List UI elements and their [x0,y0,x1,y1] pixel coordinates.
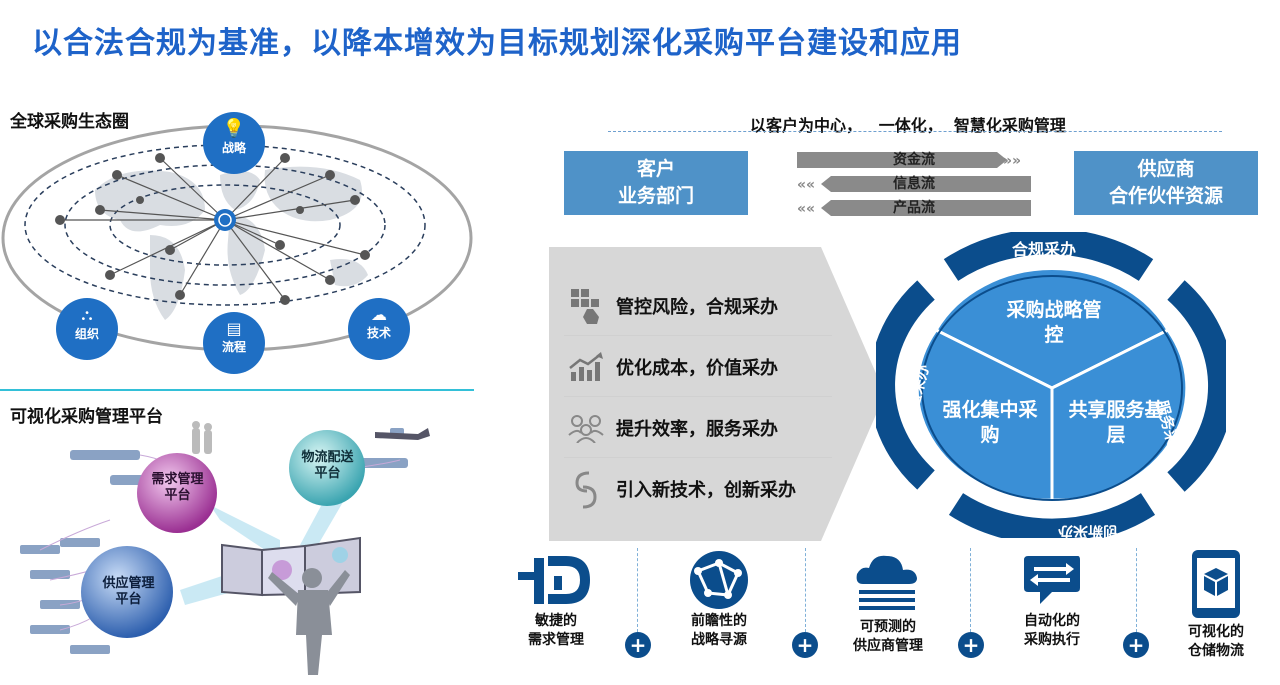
plus-icon: + [1123,632,1149,658]
bottom-item-4-line1: 自动化的 [1024,613,1080,629]
bottom-item-1-line2: 需求管理 [528,632,584,648]
flow-product-label: 产品流 [893,200,935,216]
tagline-underline [608,131,1222,132]
node-organization[interactable]: ⛬ 组织 [56,298,118,360]
bottom-item-4: 自动化的 采购执行 [1012,612,1092,650]
objective-item-4: 引入新技术，创新采办 [564,460,832,518]
supplier-line1: 供应商 [1137,158,1195,180]
section-divider [0,389,474,391]
flow-product: «« 产品流 [797,199,1031,217]
svg-text:««: «« [797,201,815,217]
bottom-item-1-line1: 敏捷的 [535,613,577,629]
node-organization-label: 组织 [74,327,99,341]
bottom-item-4-line2: 采购执行 [1024,632,1080,648]
bottom-item-2: 前瞻性的 战略寻源 [679,612,759,650]
platform-illustration [20,421,430,675]
bottom-item-2-line1: 前瞻性的 [691,613,747,629]
flow-information: «« 信息流 [797,175,1031,193]
people-figures [192,421,212,454]
bottom-item-3-line1: 可预测的 [860,619,916,635]
ecosystem-diagram [1,124,473,352]
node-strategy-label: 战略 [221,141,246,155]
objective-text-2: 优化成本，价值采办 [616,358,778,379]
document-icon: ▤ [226,319,242,338]
flow-capital-label: 资金流 [893,152,935,168]
network-links [60,157,366,301]
wheel-outer-top: 合规采办 [1012,240,1077,259]
server-icons [20,428,408,654]
node-technology-label: 技术 [366,326,391,340]
customer-line2: 业务部门 [617,185,694,207]
objective-item-3: 提升效率，服务采办 [564,399,832,458]
supply-sphere-label: 供应管理平台 [102,576,155,607]
divider-1 [637,548,638,632]
chart-up-icon [564,345,608,389]
bottom-item-5: 可视化的 仓储物流 [1176,623,1256,661]
supply-sphere [81,546,173,638]
human-figure [268,568,350,675]
wheel-left-segment: 强化集中采购 [942,399,1038,446]
bottom-item-2-line2: 战略寻源 [691,632,747,648]
globe-network-icon [690,551,748,609]
node-strategy[interactable]: 💡 战略 [203,112,265,174]
bottom-item-5-line2: 仓储物流 [1188,643,1244,659]
orbit-rings [24,144,426,306]
objective-text-3: 提升效率，服务采办 [616,419,778,440]
network-nodes [55,153,370,305]
supplier-line2: 合作伙伴资源 [1108,185,1223,207]
wheel-outer-bottom: 创新采办 [1058,523,1119,541]
plane-icon [375,428,430,440]
globe-hub-icon [214,209,236,231]
people-icon [564,406,608,450]
platform-label: 可视化采购管理平台 [10,407,163,427]
demand-sphere-label: 需求管理平台 [151,472,204,503]
blocks-hand-icon [564,284,608,328]
lightbulb-icon: 💡 [222,118,246,139]
bottom-item-3-line2: 供应商管理 [853,638,923,654]
bottom-item-1: 敏捷的 需求管理 [516,612,596,650]
objectives-arrow-panel [549,247,885,541]
wheel-right-segment: 共享服务基层 [1068,399,1164,446]
page-title: 以合法合规为基准，以降本增效为目标规划深化采购平台建设和应用 [32,26,962,61]
plus-icon: + [958,632,984,658]
divider-3 [970,548,971,632]
bottom-item-3: 可预测的 供应商管理 [838,618,938,656]
node-process[interactable]: ▤ 流程 [203,312,265,374]
customer-box: 客户 业务部门 [564,151,748,215]
logistics-sphere [289,430,365,506]
supplier-box: 供应商 合作伙伴资源 [1074,151,1258,215]
outer-ring [876,232,1226,538]
objective-item-2: 优化成本，价值采办 [564,338,832,397]
procurement-wheel [876,232,1226,538]
flow-capital: »» 资金流 [797,151,1031,169]
svg-text:»»: »» [1003,153,1021,169]
wheel-top-segment: 采购战略管控 [1006,299,1102,346]
cloud-tech-icon: ☁ [371,305,387,324]
logistics-sphere-label: 物流配送平台 [301,450,354,481]
svg-text:««: «« [797,177,815,193]
divider-2 [805,548,806,632]
link-icon [564,467,608,511]
objective-item-1: 管控风险，合规采办 [564,277,832,336]
org-chart-icon: ⛬ [81,305,93,324]
divider-4 [1136,548,1137,632]
cloud-icon [856,555,917,610]
node-technology[interactable]: ☁ 技术 [348,298,410,360]
plus-icon: + [625,632,651,658]
core-tagline: 以客户为中心， 一体化， 智慧化采购管理 [750,116,1066,135]
objective-text-1: 管控风险，合规采办 [616,297,778,318]
ecosystem-label: 全球采购生态圈 [10,112,129,132]
demand-d-icon [518,556,590,604]
customer-line1: 客户 [636,158,675,180]
flow-information-label: 信息流 [893,176,935,192]
objective-text-4: 引入新技术，创新采办 [616,480,796,501]
plus-icon: + [792,632,818,658]
tablet-box-icon [1192,550,1240,618]
node-process-label: 流程 [221,340,246,354]
chat-arrows-icon [1024,556,1080,604]
bottom-item-5-line1: 可视化的 [1188,624,1244,640]
demand-sphere [137,453,217,533]
